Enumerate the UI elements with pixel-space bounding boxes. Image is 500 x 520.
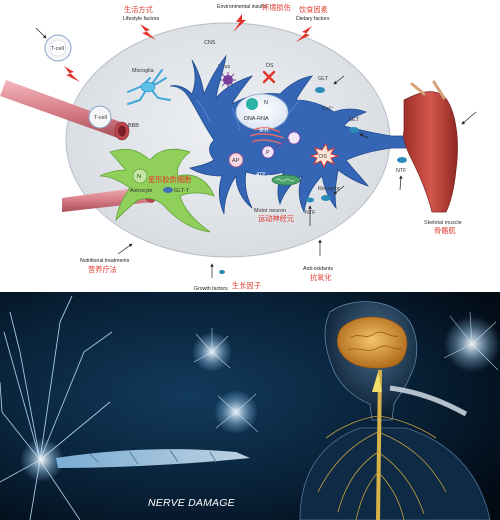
skeletal-muscle-label-zh: 骨骼肌 [434, 226, 456, 235]
t-cell-vessel-label: T-cell [94, 115, 107, 121]
receptor: Receptor [318, 185, 345, 201]
glt-right: GLT [349, 117, 369, 139]
os-label: OS [319, 154, 327, 160]
ntf-left: NTF [305, 197, 316, 226]
environmental-insults-en: Environmental insults [217, 4, 267, 10]
nutritional-treatments-en: Nutritional treatments [80, 258, 130, 264]
ntf-right: NTF [396, 157, 407, 191]
dietary-factors-zh: 饮食因素 [299, 5, 328, 14]
mitochondria: ATP ↓ [256, 172, 301, 186]
nutritional-treatments: Nutritional treatments 营养疗法 [80, 243, 133, 274]
glt-t-label: GLT-T [174, 188, 190, 194]
growth-factors-en: Growth factors [194, 286, 228, 292]
astrocyte: N Astrocyte 星形胶质细胞 GLT-T [99, 148, 215, 233]
lifestyle-factors-en: Lifestyle factors [123, 16, 159, 22]
virus-icon: CNS Virus [204, 40, 236, 88]
dietary-factors: 饮食因素 Dietary factors [296, 5, 330, 42]
neuron-nucleus: N DNA-RNA [235, 93, 289, 131]
spinal-cord-icon [376, 369, 382, 520]
warning-bolt-icon [64, 66, 80, 82]
dna-rna-label: DNA-RNA [244, 116, 269, 122]
ds-marker: DS [262, 63, 276, 84]
endoplasmic-reticulum: E.R. [249, 127, 285, 145]
oxidative-stress: OS [309, 142, 340, 169]
brain-icon [337, 316, 408, 369]
ap-marker: AP [228, 152, 244, 168]
t-cell-vessel: T-cell [88, 105, 112, 129]
receptor-label: Receptor [318, 186, 340, 192]
nerve-damage-illustration: NERVE DAMAGE [0, 292, 500, 520]
anti-oxidants-en: Anti-oxidants [303, 266, 333, 272]
lifestyle-factors-zh: 生活方式 [124, 5, 153, 14]
ds-label: DS [266, 63, 274, 69]
neuron-glow [20, 438, 64, 482]
neuron-nucleus-label: N [264, 100, 268, 106]
anti-oxidants-zh: 抗氧化 [310, 273, 332, 282]
growth-factors-zh: 生长因子 [232, 281, 261, 290]
virus-label: Virus [218, 64, 230, 70]
cross-icon [262, 70, 276, 84]
microglia-label: Microglia [132, 68, 154, 74]
warning-bolt-icon [296, 26, 312, 42]
human-figure [299, 301, 491, 520]
dietary-factors-en: Dietary factors [296, 16, 330, 22]
glt-top: GLT Ca²⁺ [315, 75, 345, 112]
astrocyte-label-zh: 星形胶质细胞 [148, 175, 191, 184]
cns-label: CNS [204, 40, 216, 46]
t-cell-outside-label: T-cell [51, 46, 64, 52]
astrocyte-label: Astrocyte [130, 188, 152, 194]
lifestyle-factors: 生活方式 Lifestyle factors [123, 5, 159, 40]
nerve-damage-caption: NERVE DAMAGE [148, 497, 236, 509]
skeletal-muscle: Skeletal muscle 骨骼肌 [403, 80, 477, 235]
ntf-left-label: NTF [305, 210, 316, 216]
ca-label: Ca²⁺ [322, 105, 334, 112]
t-cell-outside: T-cell [35, 27, 80, 82]
environmental-insults: Environmental insults 环境损伤 [217, 3, 291, 32]
microglia: Microglia [127, 68, 171, 105]
atp-label: ATP ↓ [256, 172, 270, 178]
phospho-proteins: P [261, 131, 301, 159]
growth-factors: Growth factors 生长因子 [194, 263, 261, 292]
motor-neuron-label-zh: 运动神经元 [258, 214, 294, 223]
neuron-schematic: 生活方式 Lifestyle factors Environmental ins… [0, 3, 477, 292]
glt-top-label: GLT [318, 76, 329, 82]
warning-bolt-icon [233, 14, 246, 32]
damaged-axon [56, 449, 250, 468]
astrocyte-nucleus-label: N [137, 174, 141, 180]
er-label: E.R. [260, 128, 270, 134]
p-label: P [266, 150, 270, 156]
ap-label: AP [232, 158, 240, 164]
environmental-insults-zh: 环境损伤 [262, 3, 291, 12]
neuron-left [0, 295, 113, 520]
warning-bolt-icon [140, 24, 156, 40]
glt-right-label: GLT [349, 117, 360, 123]
anti-oxidants: Anti-oxidants 抗氧化 [303, 239, 333, 282]
bbb-label: BBB [128, 123, 139, 129]
motor-neuron-label: Motor neuron [254, 208, 286, 214]
skeletal-muscle-label: Skeletal muscle [424, 220, 462, 226]
ntf-right-label: NTF [396, 168, 407, 174]
nutritional-treatments-zh: 营养疗法 [88, 265, 117, 274]
